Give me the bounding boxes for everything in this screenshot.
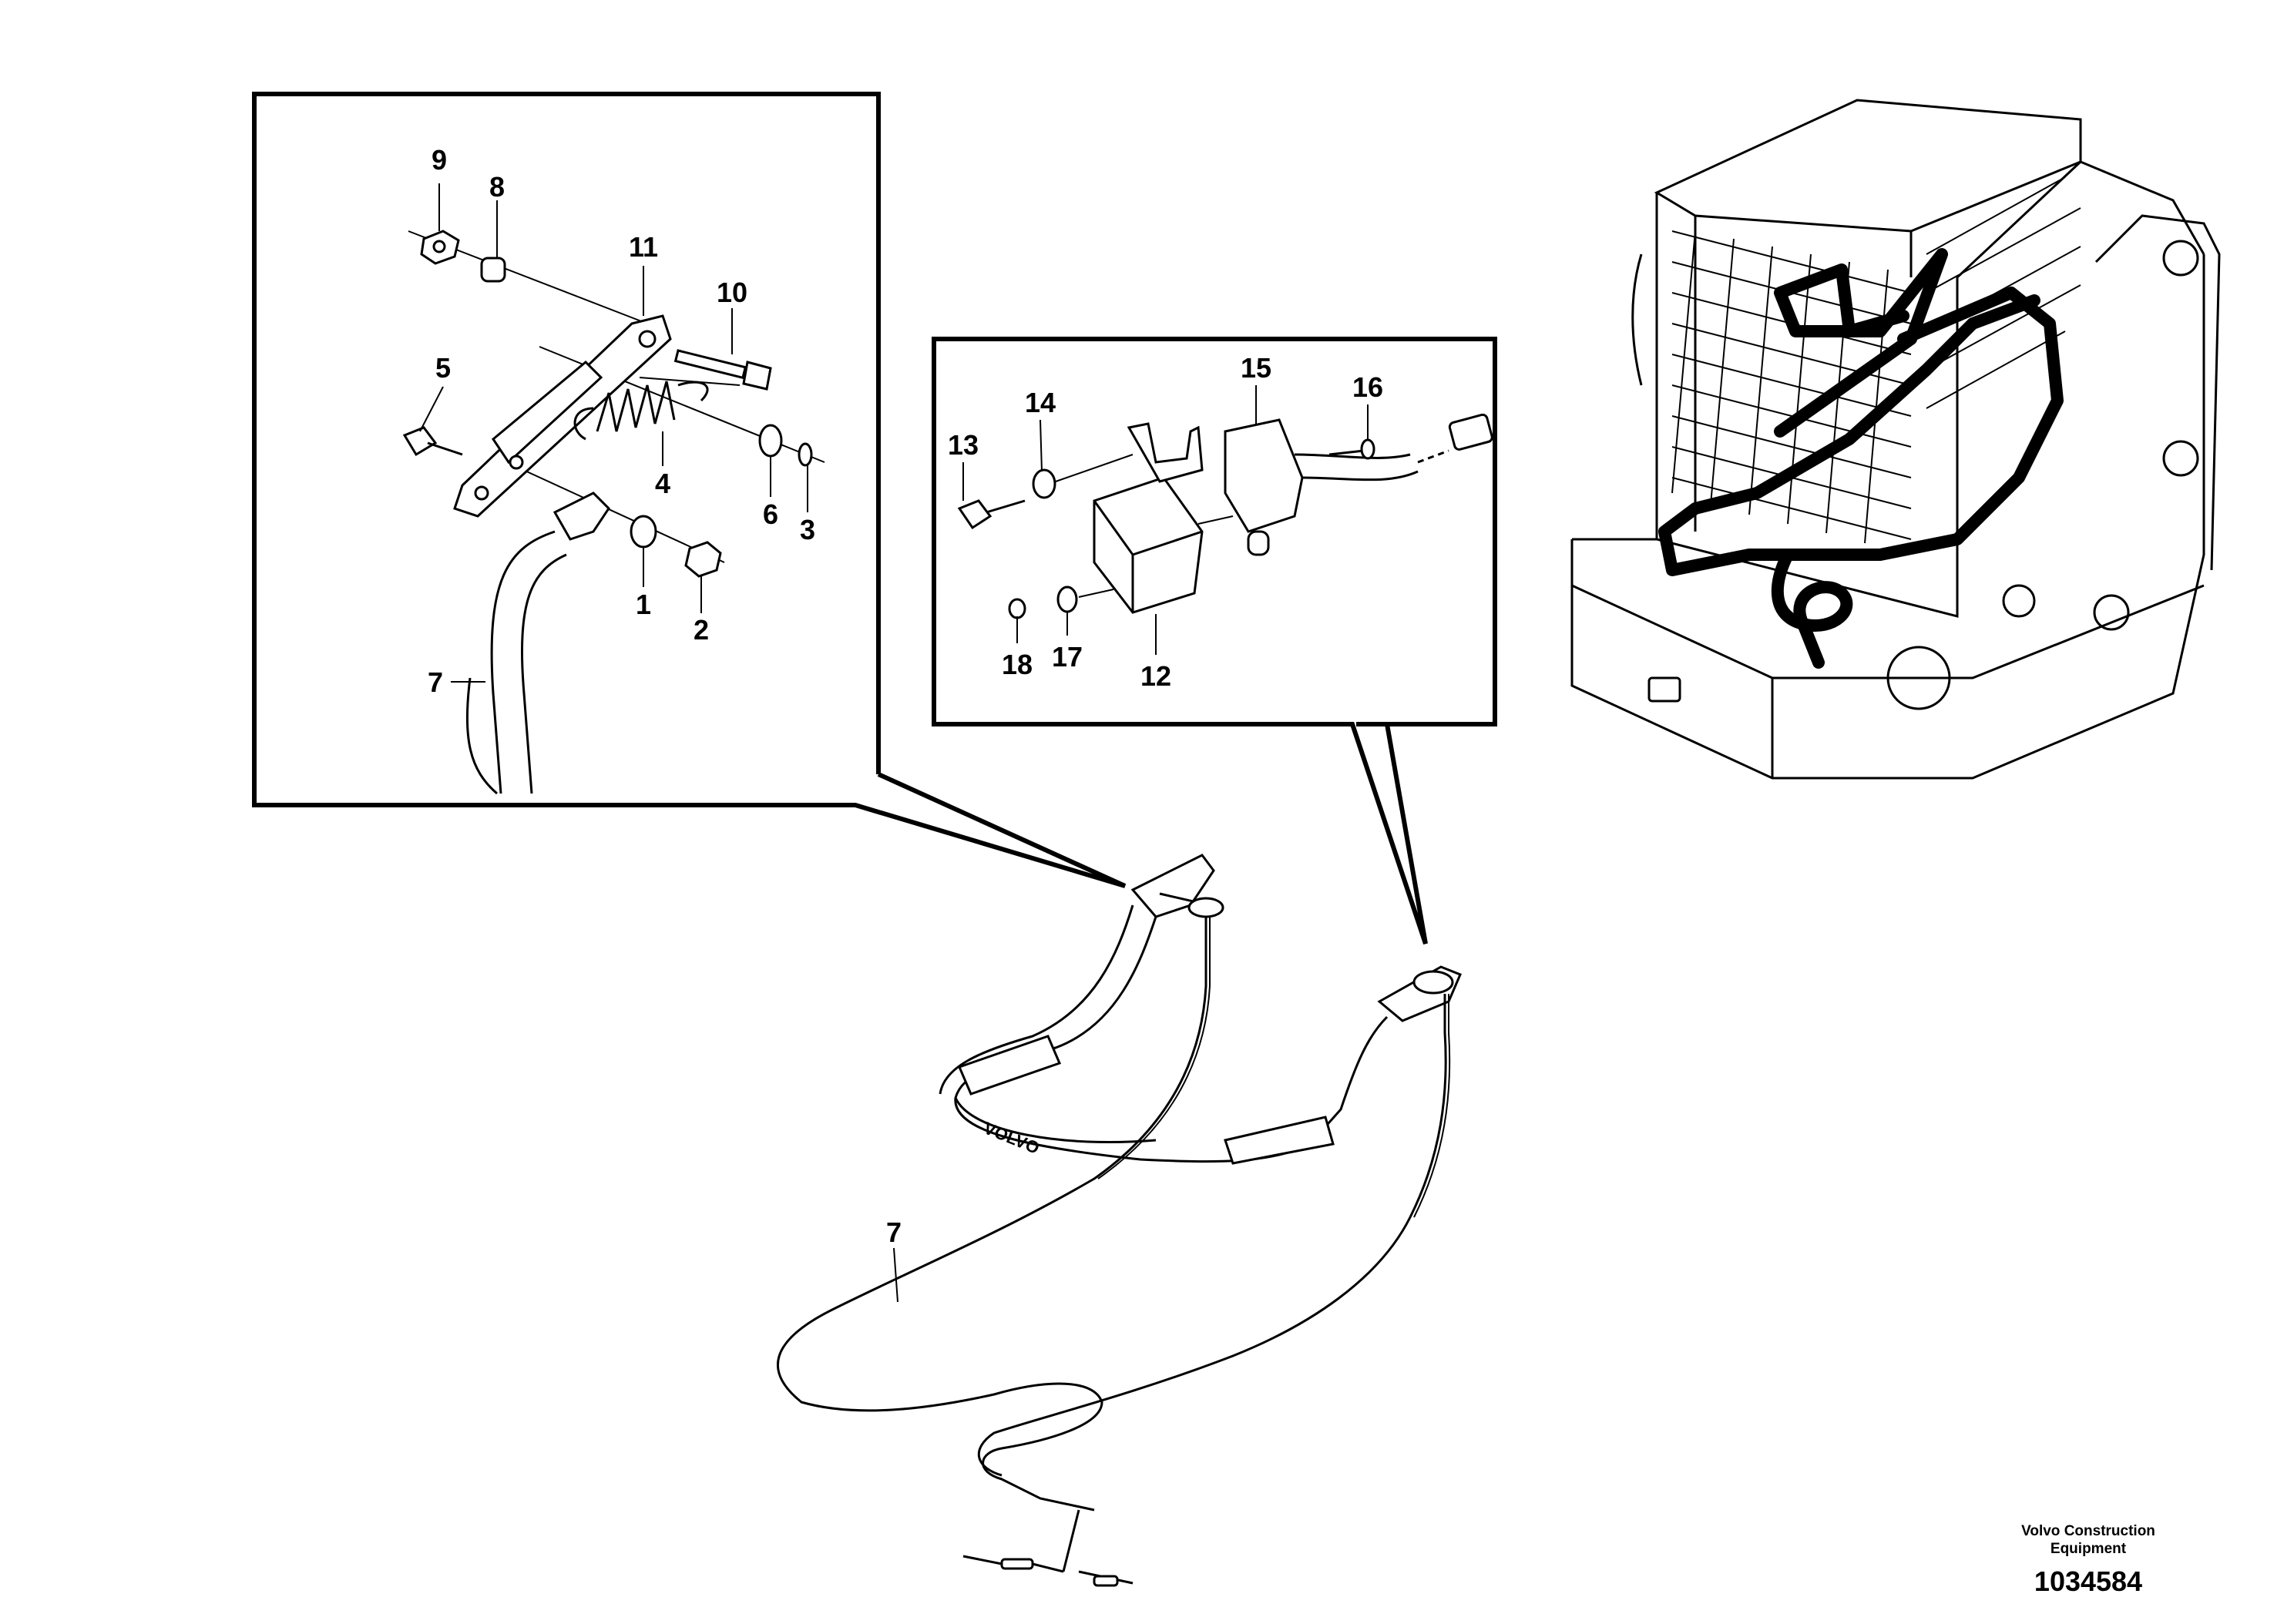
figure-number: 1034584 <box>2034 1565 2143 1597</box>
label-8: 8 <box>489 171 505 203</box>
washer-14 <box>1032 468 1056 499</box>
label-6: 6 <box>763 498 778 530</box>
manufacturer-line-1: Volvo Construction <box>2021 1523 2155 1539</box>
label-10: 10 <box>717 277 747 308</box>
label-9: 9 <box>432 144 447 176</box>
washer-1 <box>630 515 657 549</box>
callout-b-labels: 15 16 14 13 18 17 12 <box>948 352 1383 692</box>
label-17: 17 <box>1052 641 1083 673</box>
label-15: 15 <box>1241 352 1271 384</box>
cable-right <box>977 994 1447 1477</box>
sensor-15 <box>1224 418 1304 533</box>
label-14: 14 <box>1025 387 1056 418</box>
clip-3 <box>798 442 813 467</box>
callout-a-parts <box>402 183 825 795</box>
label-5: 5 <box>435 352 451 384</box>
label-1: 1 <box>636 589 651 620</box>
bolt-10 <box>673 349 772 391</box>
bushing-8 <box>480 257 506 283</box>
callout-b-frame <box>932 337 1497 945</box>
callout-a-frame <box>252 92 1127 888</box>
wiring-harness <box>1658 248 2064 669</box>
main-view-labels: 7 <box>886 1216 902 1248</box>
label-12: 12 <box>1140 660 1171 692</box>
label-7b: 7 <box>886 1216 902 1248</box>
handle-brand-text: VOLVO <box>981 1118 1042 1157</box>
label-7a: 7 <box>428 666 443 698</box>
label-13: 13 <box>948 429 979 461</box>
cable-left <box>777 917 1207 1512</box>
left-grip <box>957 1035 1062 1096</box>
label-18: 18 <box>1002 649 1033 680</box>
bracket-plate <box>453 314 672 518</box>
bolt-13 <box>957 499 992 530</box>
bolt-5 <box>402 426 463 457</box>
machine-frame <box>1570 99 2221 780</box>
callout-b-parts <box>957 385 1493 655</box>
label-11: 11 <box>629 231 658 263</box>
manufacturer-line-2: Equipment <box>2050 1541 2127 1557</box>
washer-17 <box>1056 586 1078 613</box>
cover-12 <box>1093 476 1204 614</box>
manufacturer-name: Volvo Construction Equipment <box>1973 1522 2204 1558</box>
nut-2 <box>684 541 722 578</box>
spring <box>573 381 709 441</box>
connector <box>1448 413 1493 451</box>
label-16: 16 <box>1352 371 1383 403</box>
nut-18 <box>1008 598 1026 619</box>
label-2: 2 <box>694 614 709 646</box>
right-grip <box>1224 1116 1335 1165</box>
label-4: 4 <box>655 468 670 499</box>
label-3: 3 <box>800 514 815 545</box>
washer-6 <box>758 424 783 458</box>
handle-bar-assembly: VOLVO <box>777 854 1462 1587</box>
callout-a-labels: 9 8 11 10 5 4 6 3 1 2 7 <box>428 144 815 698</box>
